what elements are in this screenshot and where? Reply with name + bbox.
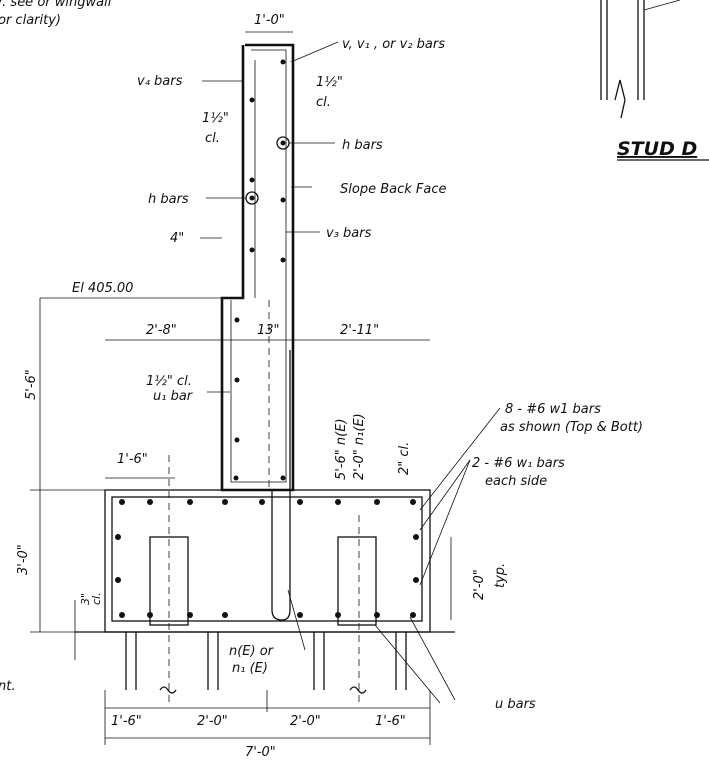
cl-left-label: 1½" <box>202 111 229 126</box>
footing <box>75 489 455 633</box>
leader-lines <box>200 41 501 704</box>
step-4in-label: 4" <box>170 231 184 246</box>
top-left-note-line1: r. see or wingwall <box>0 0 112 10</box>
bottom-left-note: nt. <box>0 679 15 694</box>
cl-right-label: 1½" <box>316 75 343 90</box>
wall-outline <box>220 43 295 492</box>
n-e-or-label-a: n(E) or <box>229 644 275 659</box>
stud-detail: STUD D <box>600 0 709 161</box>
n-e-label-a: 5'-6" n(E) <box>334 418 349 480</box>
w1-top-label-b: as shown (Top & Bott) <box>500 420 643 435</box>
slope-back-face-label: Slope Back Face <box>340 182 446 197</box>
n-e-or-label-b: n₁ (E) <box>232 661 268 676</box>
cl-1-5-label: 1½" cl. <box>146 374 192 389</box>
u1-bar-label: u₁ bar <box>153 389 194 404</box>
dim-2-8-label: 2'-8" <box>146 323 177 338</box>
dim-2-11-label: 2'-11" <box>340 323 379 338</box>
h-bars-left-label: h bars <box>148 192 189 207</box>
u-bars-label: u bars <box>495 697 536 712</box>
cl-3-label-b: cl. <box>90 592 103 605</box>
v-bars-label: v, v₁ , or v₂ bars <box>342 37 445 52</box>
dimension-lines <box>30 31 452 745</box>
h-bars-right-label: h bars <box>342 138 383 153</box>
dim-3-0-label: 3'-0" <box>16 544 31 575</box>
w1-side-label-a: 2 - #6 w₁ bars <box>472 456 565 471</box>
bot-2-0-a-label: 2'-0" <box>197 714 228 729</box>
cl-right-label-b: cl. <box>316 95 331 110</box>
dim-1-6-top-label: 1'-6" <box>117 452 148 467</box>
bot-1-6-b-label: 1'-6" <box>375 714 406 729</box>
cl-2-label: 2" cl. <box>397 442 412 475</box>
dim-7-0-label: 7'-0" <box>245 745 276 760</box>
bot-1-6-a-label: 1'-6" <box>111 714 142 729</box>
rebar-dots <box>115 59 419 618</box>
dim-13-label: 13" <box>257 323 280 338</box>
stud-title: STUD D <box>617 138 697 160</box>
bot-2-0-b-label: 2'-0" <box>290 714 321 729</box>
w1-side-label-b: each side <box>485 474 547 489</box>
typ-label: typ. <box>493 563 508 588</box>
cl-left-label-b: cl. <box>205 131 220 146</box>
wall-width-label: 1'-0" <box>254 13 285 28</box>
v3-bars-label: v₃ bars <box>326 226 372 241</box>
n-e-label-b: 2'-0" n₁(E) <box>352 413 367 480</box>
top-left-note-line2: or clarity) <box>0 13 61 28</box>
elevation-label: El 405.00 <box>72 281 133 296</box>
piles <box>125 455 407 705</box>
cl-3-label: 3" <box>79 593 92 605</box>
dim-5-6-label: 5'-6" <box>24 369 39 400</box>
hook-bar <box>271 350 291 621</box>
typ-2-0-label: 2'-0" <box>472 569 487 600</box>
v4-bars-label: v₄ bars <box>137 74 183 89</box>
w1-top-label-a: 8 - #6 w1 bars <box>505 402 601 417</box>
